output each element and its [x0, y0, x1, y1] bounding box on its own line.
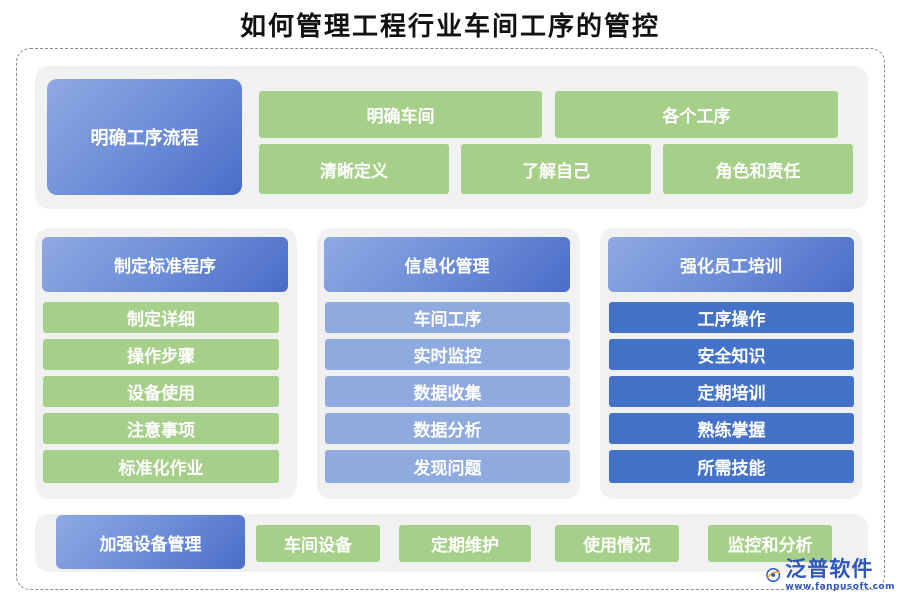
equipment-item: 监控和分析	[708, 525, 832, 562]
clarify-item: 明确车间	[259, 91, 542, 138]
section-equipment-management-head: 加强设备管理	[56, 515, 245, 569]
info-item: 发现问题	[325, 450, 570, 483]
standard-item: 标准化作业	[43, 450, 279, 483]
info-item: 实时监控	[325, 339, 570, 370]
training-item: 定期培训	[609, 376, 854, 407]
fanpu-logo-icon	[766, 568, 781, 582]
section-standard-procedure-head: 制定标准程序	[42, 237, 288, 292]
info-item: 数据收集	[325, 376, 570, 407]
equipment-item: 使用情况	[555, 525, 679, 562]
clarify-item: 角色和责任	[663, 144, 853, 194]
equipment-item: 定期维护	[399, 525, 531, 562]
section-staff-training-head: 强化员工培训	[608, 237, 854, 292]
logo-name: 泛普软件	[785, 556, 874, 581]
clarify-item: 清晰定义	[259, 144, 449, 194]
equipment-item: 车间设备	[256, 525, 380, 562]
logo-url: www.fanpusoft.com	[785, 581, 895, 592]
training-item: 所需技能	[609, 450, 854, 483]
standard-item: 设备使用	[43, 376, 279, 407]
info-item: 车间工序	[325, 302, 570, 333]
section-informatization-head: 信息化管理	[324, 237, 570, 292]
training-item: 安全知识	[609, 339, 854, 370]
standard-item: 制定详细	[43, 302, 279, 333]
standard-item: 操作步骤	[43, 339, 279, 370]
info-item: 数据分析	[325, 413, 570, 444]
section-clarify-process-head: 明确工序流程	[47, 79, 242, 195]
clarify-item: 了解自己	[461, 144, 651, 194]
training-item: 工序操作	[609, 302, 854, 333]
clarify-item: 各个工序	[555, 91, 838, 138]
dashed-frame	[16, 48, 885, 590]
standard-item: 注意事项	[43, 413, 279, 444]
training-item: 熟练掌握	[609, 413, 854, 444]
diagram-title: 如何管理工程行业车间工序的管控	[239, 12, 660, 42]
brand-logo: 泛普软件 www.fanpusoft.com	[765, 553, 895, 597]
